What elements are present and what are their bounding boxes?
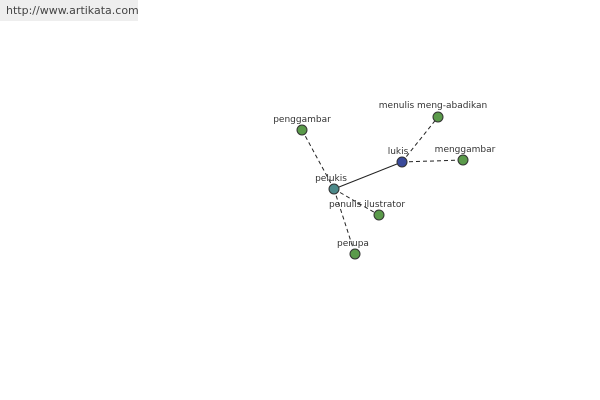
node-label-penggambar: penggambar	[273, 115, 331, 125]
edge-pelukis-penulis-ilustrator	[333, 188, 380, 216]
edge-pelukis-lukis	[333, 161, 403, 190]
node-layer: pelukis lukis penggambar menulis meng-abadi…	[273, 101, 496, 260]
node-penulis-ilustrator[interactable]	[373, 209, 385, 221]
node-lukis[interactable]	[396, 156, 408, 168]
edge-lukis-menggambar	[401, 159, 464, 163]
node-label-menulis-meng-abadikan: menulis meng-abadikan	[379, 101, 487, 111]
node-label-perupa: perupa	[337, 239, 369, 249]
node-menulis-meng-abadikan[interactable]	[432, 111, 444, 123]
edge-pelukis-perupa	[333, 188, 356, 255]
node-label-pelukis: pelukis	[315, 174, 347, 184]
node-perupa[interactable]	[349, 248, 361, 260]
node-penggambar[interactable]	[296, 124, 308, 136]
source-url-banner: http://www.artikata.com	[0, 0, 139, 21]
node-menggambar[interactable]	[457, 154, 469, 166]
edge-layer	[301, 116, 464, 255]
node-label-menggambar: menggambar	[435, 145, 496, 155]
node-label-penulis-ilustrator: penulis ilustrator	[329, 200, 405, 210]
edge-lukis-menulis-meng-abadikan	[401, 116, 439, 163]
node-pelukis[interactable]	[328, 183, 340, 195]
node-label-lukis: lukis	[388, 147, 409, 157]
